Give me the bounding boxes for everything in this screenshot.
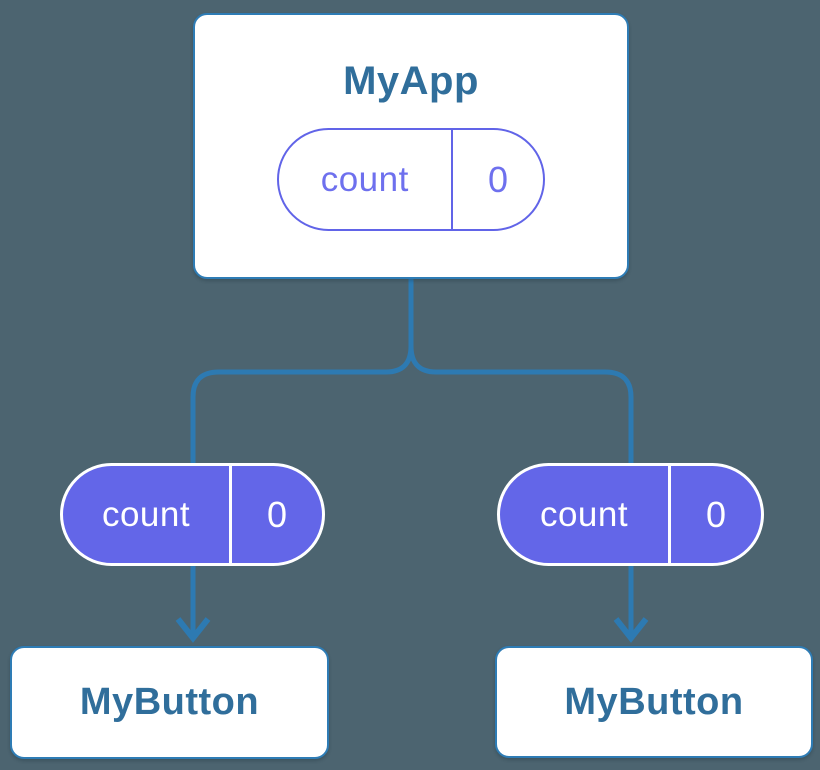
- component-node-myapp: MyApp count 0: [193, 13, 629, 279]
- state-value: 0: [487, 158, 509, 200]
- arrowhead-down-icon: [175, 617, 211, 643]
- component-node-mybutton-right: MyButton: [495, 646, 813, 758]
- component-node-mybutton-left: MyButton: [10, 646, 329, 759]
- node-title: MyApp: [343, 59, 479, 103]
- prop-pill-right: count 0: [497, 463, 764, 566]
- connector-branch-left: [190, 345, 414, 466]
- prop-pill-left: count 0: [60, 463, 325, 566]
- state-pill: count 0: [277, 128, 545, 231]
- prop-value: 0: [705, 493, 727, 535]
- arrowhead-down-icon: [613, 617, 649, 643]
- prop-name: count: [101, 494, 191, 534]
- pill-divider: [229, 466, 232, 563]
- prop-value: 0: [266, 493, 288, 535]
- prop-name: count: [539, 494, 629, 534]
- state-name: count: [320, 159, 409, 199]
- connector-branch-right: [408, 345, 634, 466]
- pill-divider: [450, 130, 453, 229]
- pill-divider: [668, 466, 671, 563]
